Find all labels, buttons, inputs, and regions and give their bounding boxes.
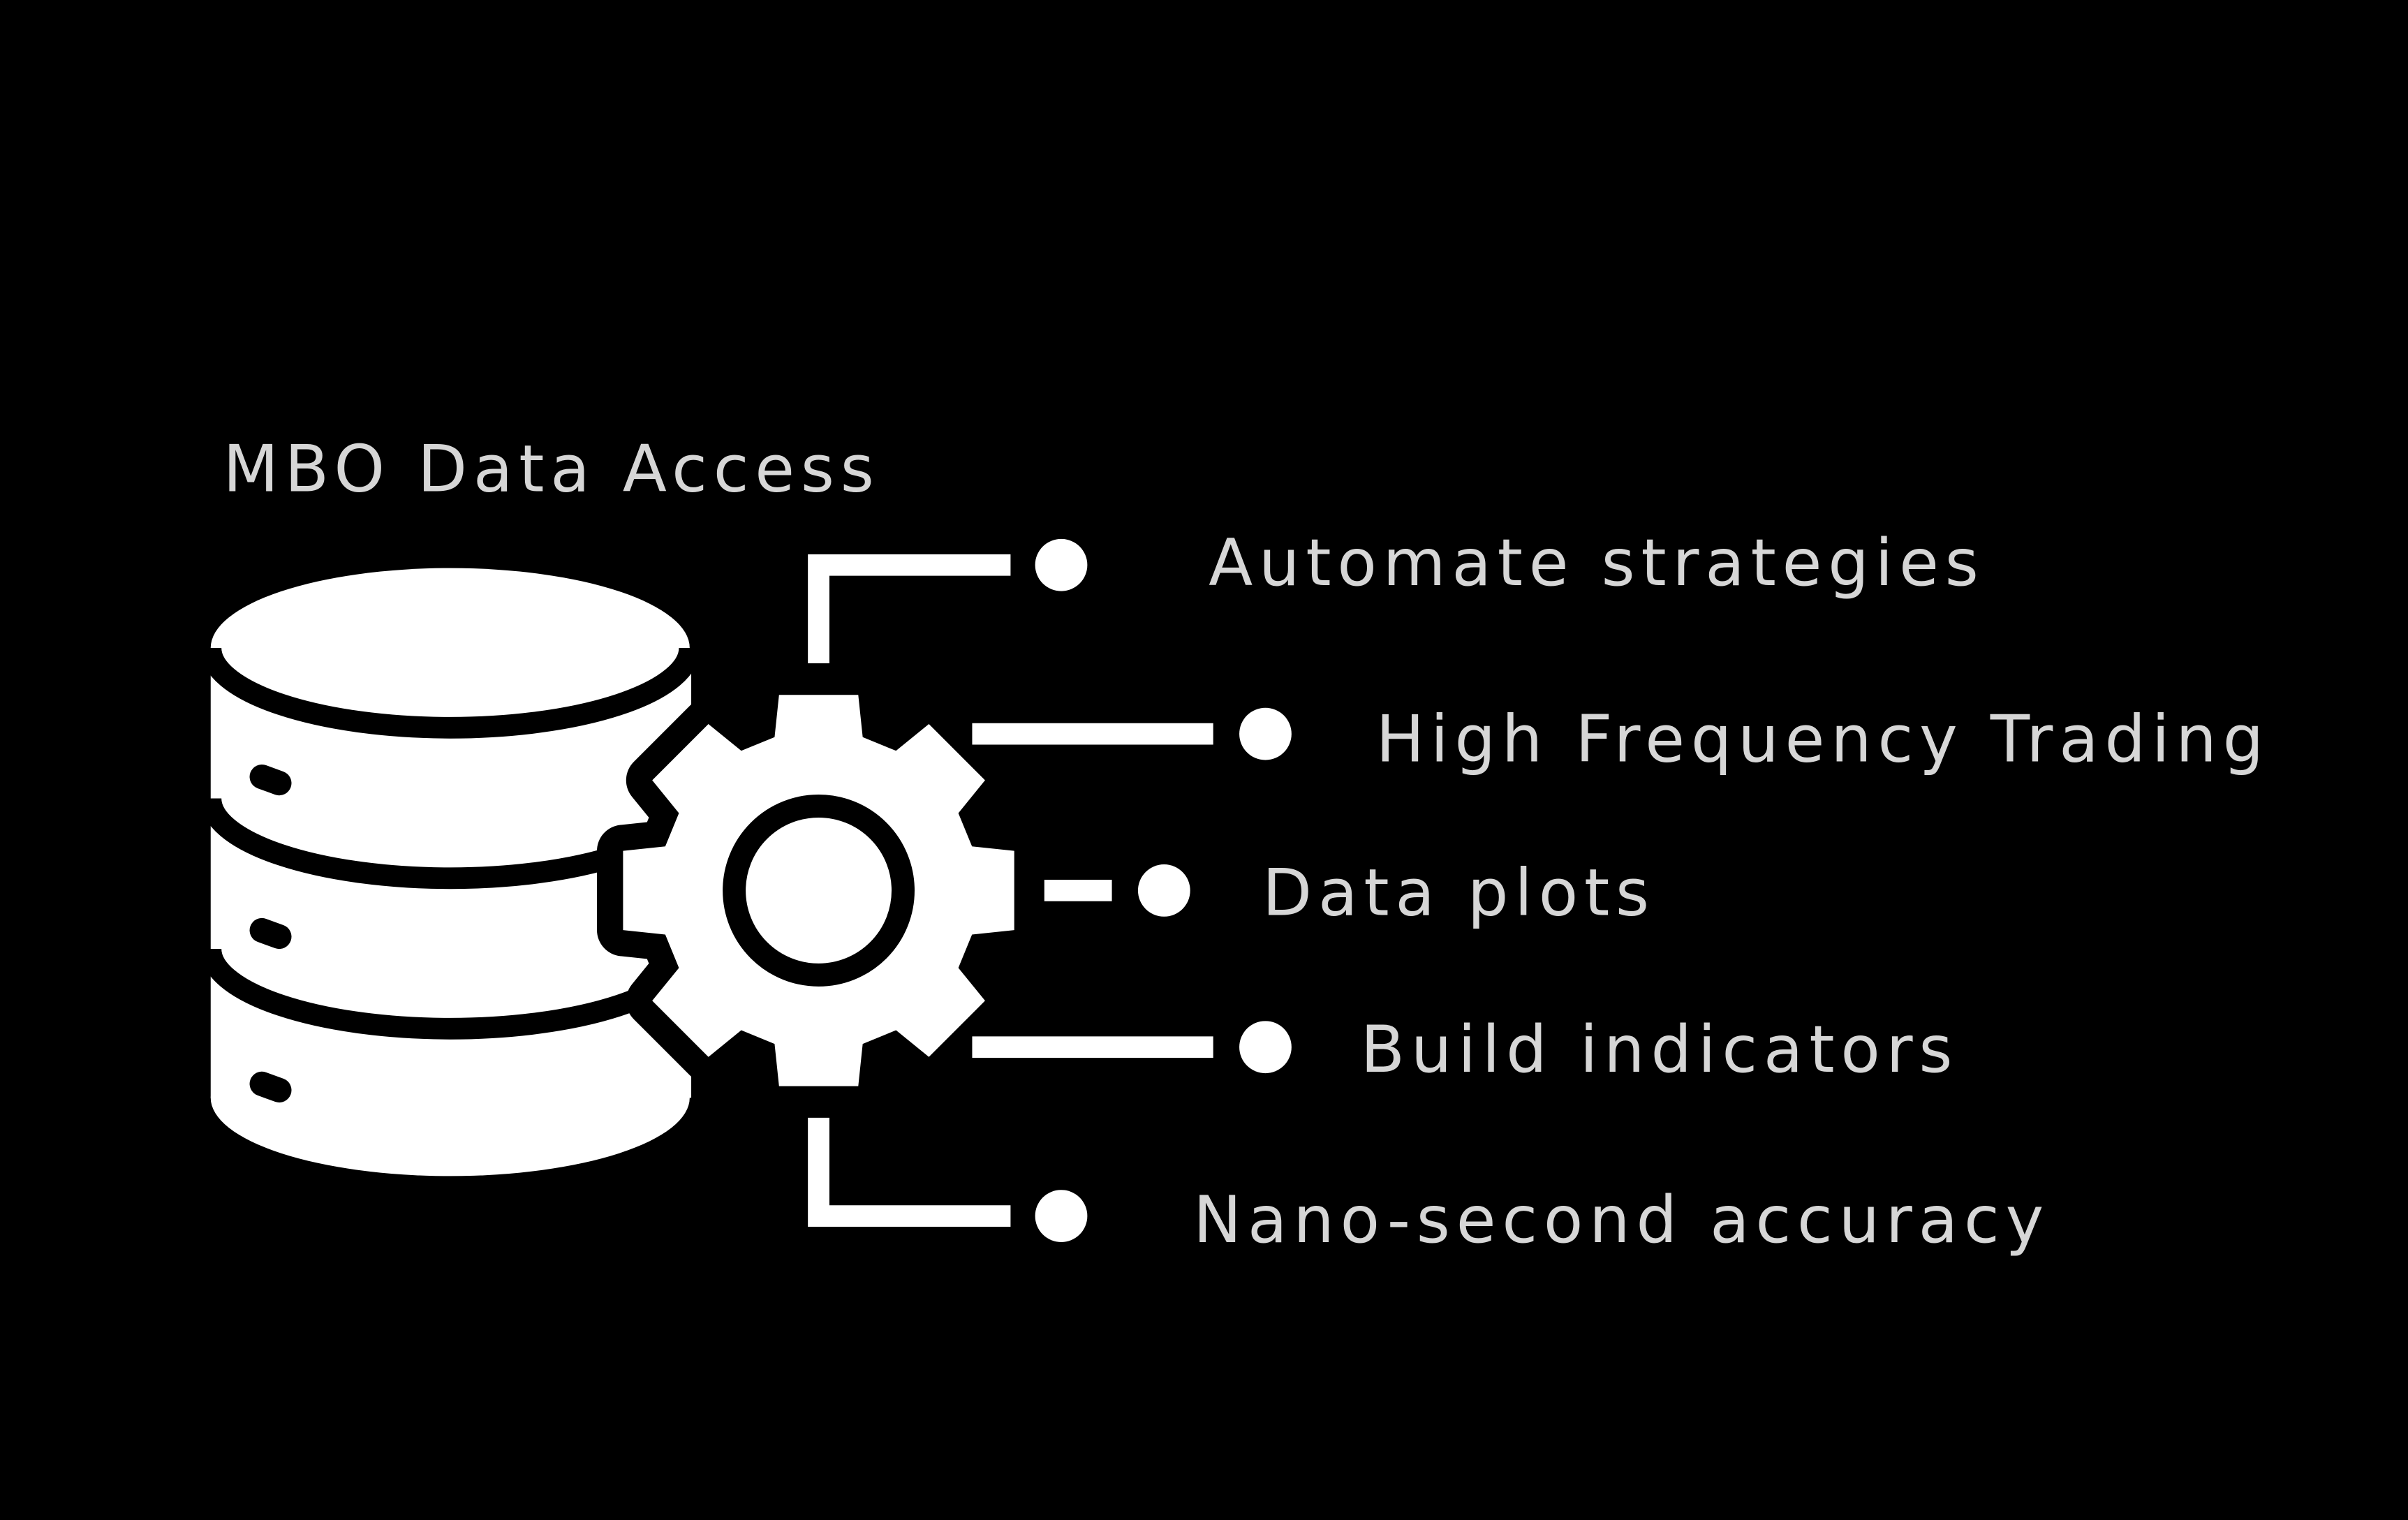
item-label: Nano-second accuracy: [1193, 1182, 2050, 1257]
bullet-dot: [1035, 1190, 1088, 1242]
bullet-dot: [1137, 864, 1190, 917]
item-label: Data plots: [1262, 855, 1655, 931]
connectors: [808, 554, 1213, 1227]
item-label: Build indicators: [1361, 1012, 1959, 1087]
bullet-dot: [1239, 1021, 1292, 1074]
bullet-dot: [1035, 538, 1088, 591]
diagram-title: MBO Data Access: [223, 431, 880, 507]
item-label: High Frequency Trading: [1376, 702, 2270, 777]
gear-icon: [597, 668, 1041, 1112]
bullet-dot: [1239, 707, 1292, 760]
item-label: Automate strategies: [1209, 525, 1985, 600]
